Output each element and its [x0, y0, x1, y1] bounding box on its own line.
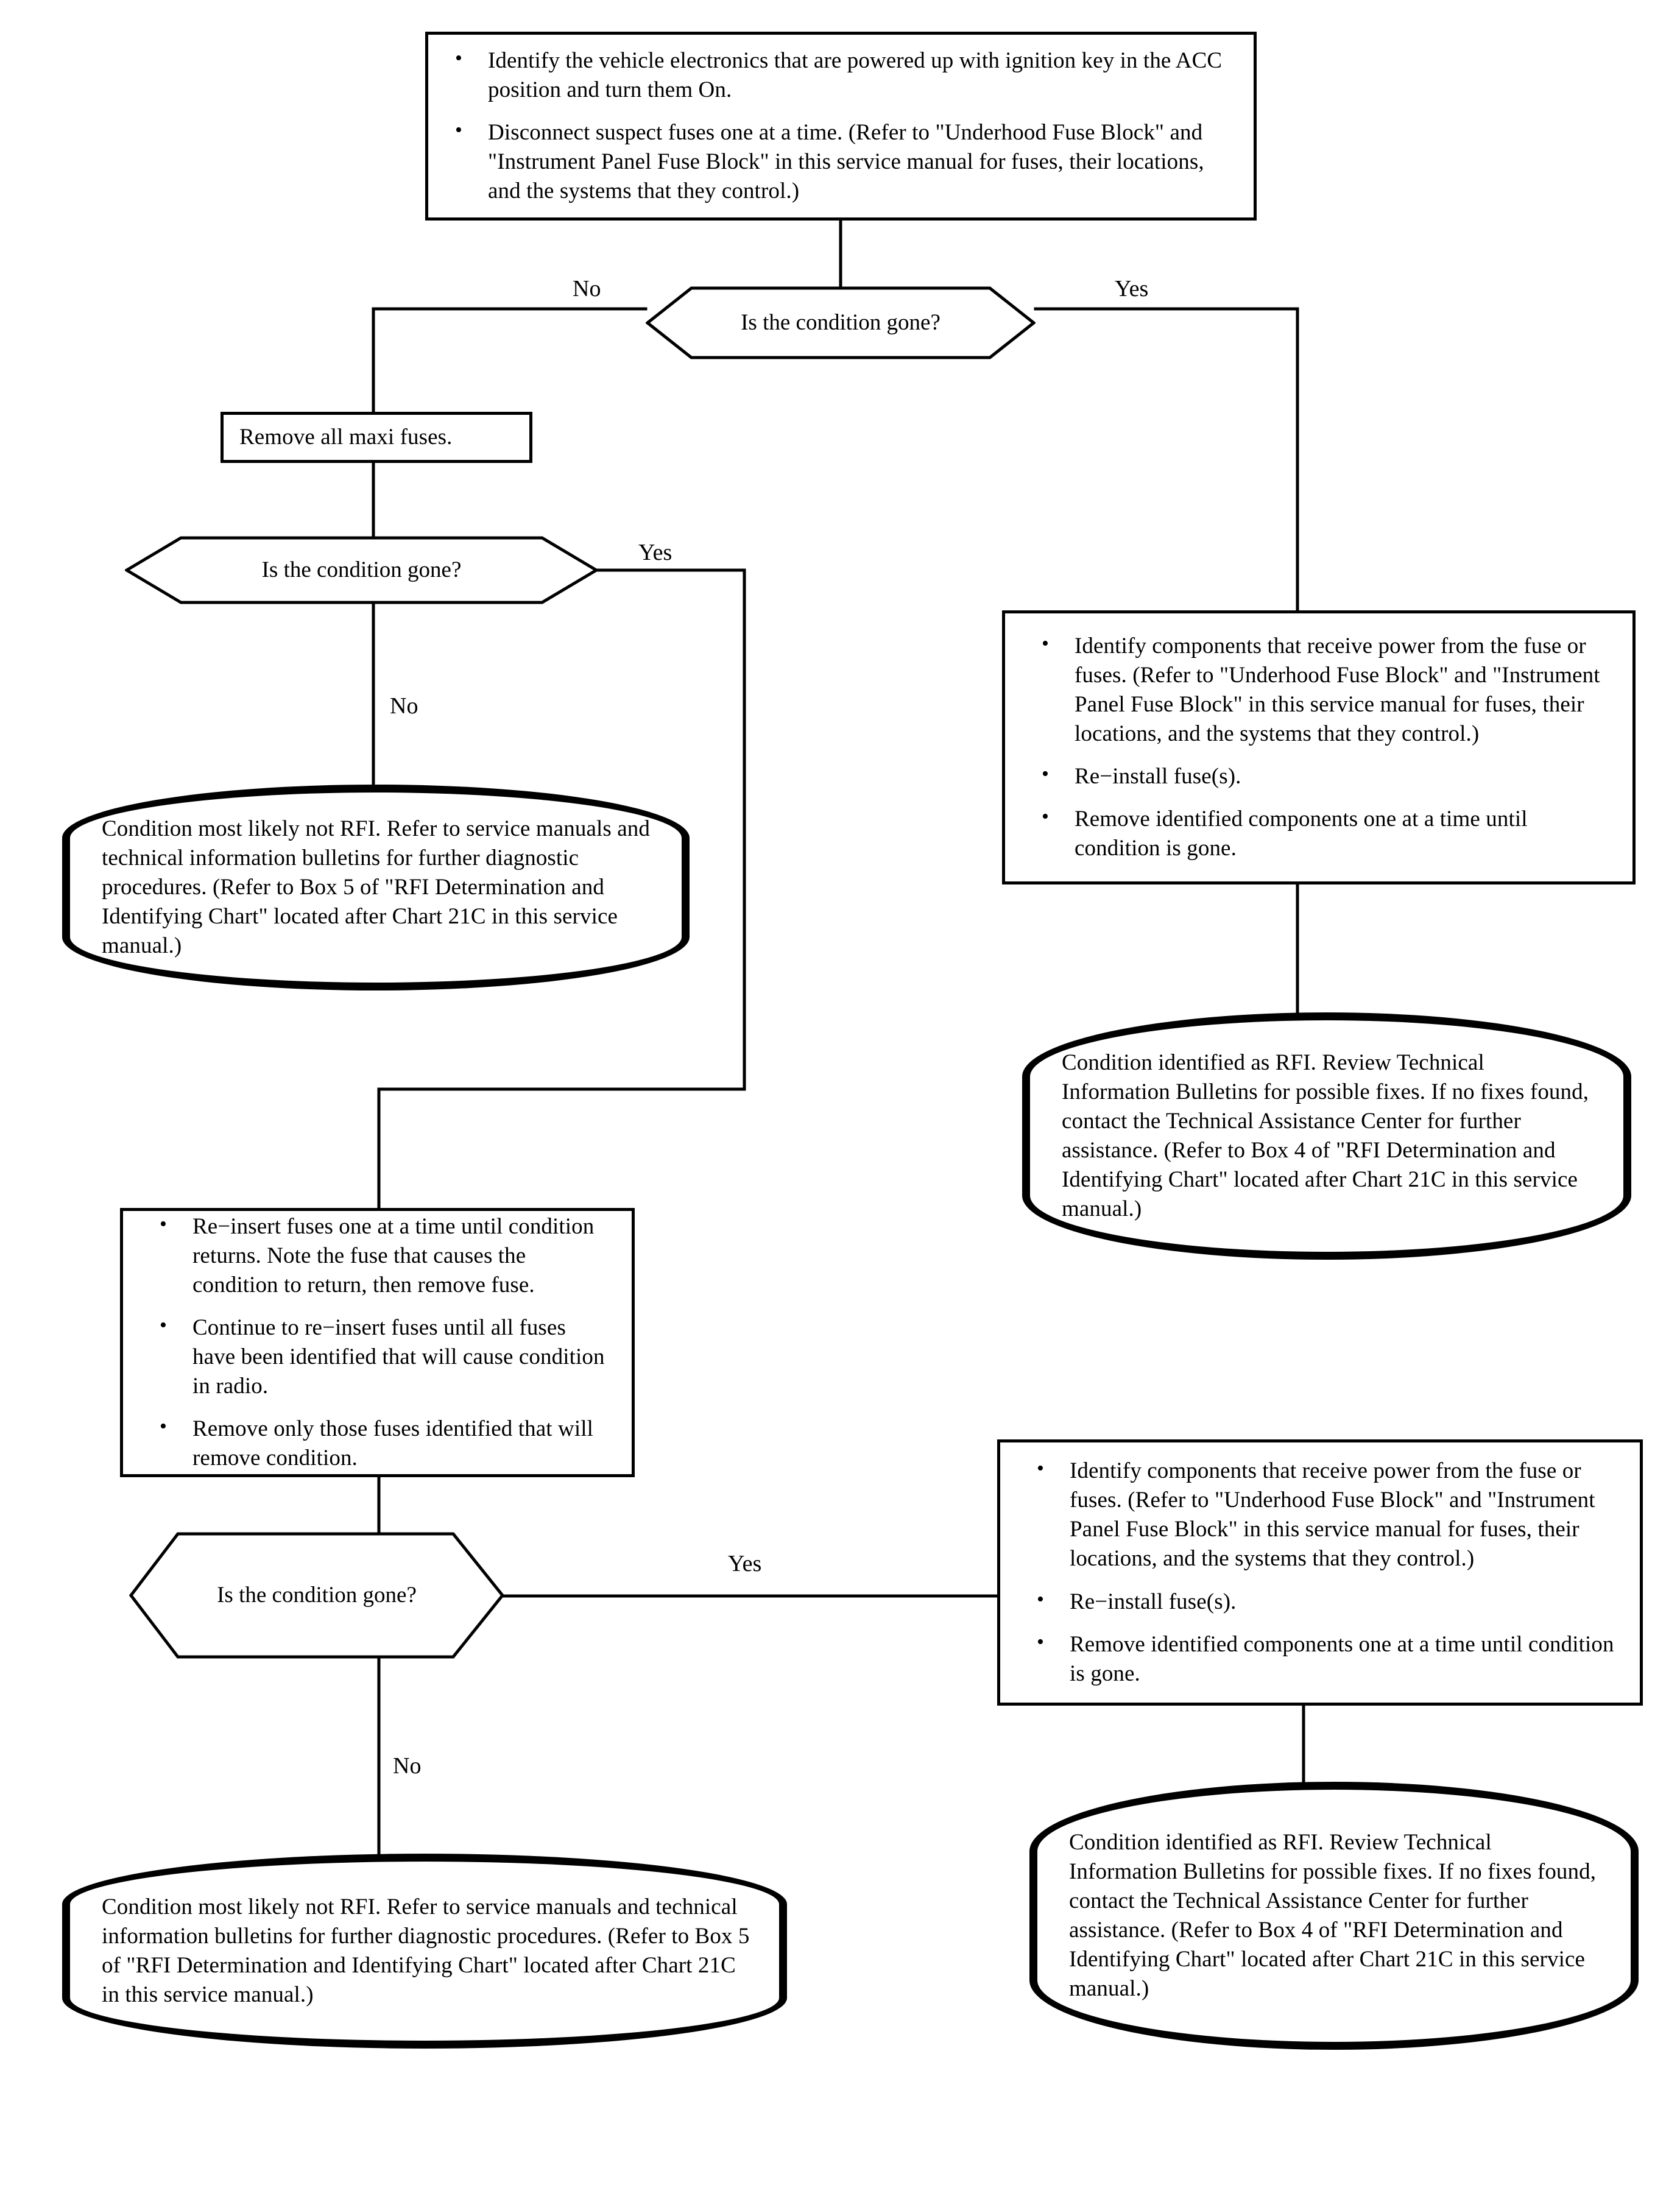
bullet-item: Re−insert fuses one at a time until cond…: [149, 1211, 607, 1300]
node-start-process: Identify the vehicle electronics that ar…: [425, 32, 1257, 221]
bullet-item: Continue to re−insert fuses until all fu…: [149, 1312, 607, 1401]
bullet-item: Identify the vehicle electronics that ar…: [444, 45, 1233, 105]
rfi-identified-2-text: Condition identified as RFI. Review Tech…: [1069, 1829, 1597, 2002]
node-remove-maxi-fuses: Remove all maxi fuses.: [221, 412, 532, 463]
edge-label-d2-yes: Yes: [638, 540, 672, 565]
node-rfi-identified-1: Condition identified as RFI. Review Tech…: [1022, 1012, 1631, 1260]
bullet-item: Identify components that receive power f…: [1031, 630, 1608, 749]
hexagon-shape: [646, 286, 1036, 359]
hexagon-shape: [125, 536, 598, 604]
decision-1-label: Is the condition gone?: [741, 309, 941, 335]
edge-label-d1-yes: Yes: [1115, 276, 1149, 302]
node-identify-components-1: Identify components that receive power f…: [1002, 610, 1636, 884]
bullet-item: Remove only those fuses identified that …: [149, 1413, 607, 1473]
bullet-item: Remove identified components one at a ti…: [1031, 803, 1608, 863]
edge-label-d2-no: No: [390, 693, 418, 719]
bullet-item: Disconnect suspect fuses one at a time. …: [444, 117, 1233, 206]
identify-components-2-bullets: Identify components that receive power f…: [1026, 1455, 1615, 1689]
node-decision-2[interactable]: Is the condition gone?: [125, 536, 598, 604]
wire-d1-yes-to-identify-1: [1034, 307, 1299, 612]
edge-label-d1-no: No: [573, 276, 601, 302]
hexagon-shape: [129, 1532, 504, 1659]
node-decision-3[interactable]: Is the condition gone?: [129, 1532, 504, 1659]
wire-d1-no-to-remove-maxi: [372, 307, 648, 414]
decision-2-label: Is the condition gone?: [261, 557, 462, 582]
node-not-rfi-1: Condition most likely not RFI. Refer to …: [62, 785, 690, 990]
bullet-item: Remove identified components one at a ti…: [1026, 1629, 1615, 1689]
node-reinsert-fuses: Re−insert fuses one at a time until cond…: [120, 1208, 635, 1477]
remove-maxi-fuses-label: Remove all maxi fuses.: [239, 424, 453, 450]
not-rfi-2-text: Condition most likely not RFI. Refer to …: [102, 1894, 750, 2008]
edge-label-d3-no: No: [393, 1753, 422, 1779]
edge-label-d3-yes: Yes: [728, 1551, 762, 1576]
rfi-identified-1-text: Condition identified as RFI. Review Tech…: [1062, 1050, 1589, 1222]
bullet-item: Re−install fuse(s).: [1031, 761, 1608, 791]
start-process-bullets: Identify the vehicle electronics that ar…: [444, 45, 1233, 206]
bullet-item: Re−install fuse(s).: [1026, 1586, 1615, 1617]
node-identify-components-2: Identify components that receive power f…: [997, 1439, 1643, 1706]
reinsert-fuses-bullets: Re−insert fuses one at a time until cond…: [149, 1211, 607, 1474]
not-rfi-1-text: Condition most likely not RFI. Refer to …: [102, 816, 650, 959]
node-not-rfi-2: Condition most likely not RFI. Refer to …: [62, 1854, 787, 2049]
node-decision-1[interactable]: Is the condition gone?: [646, 286, 1036, 359]
decision-3-label: Is the condition gone?: [217, 1582, 417, 1608]
node-rfi-identified-2: Condition identified as RFI. Review Tech…: [1029, 1782, 1639, 2050]
identify-components-1-bullets: Identify components that receive power f…: [1031, 630, 1608, 864]
bullet-item: Identify components that receive power f…: [1026, 1455, 1615, 1573]
